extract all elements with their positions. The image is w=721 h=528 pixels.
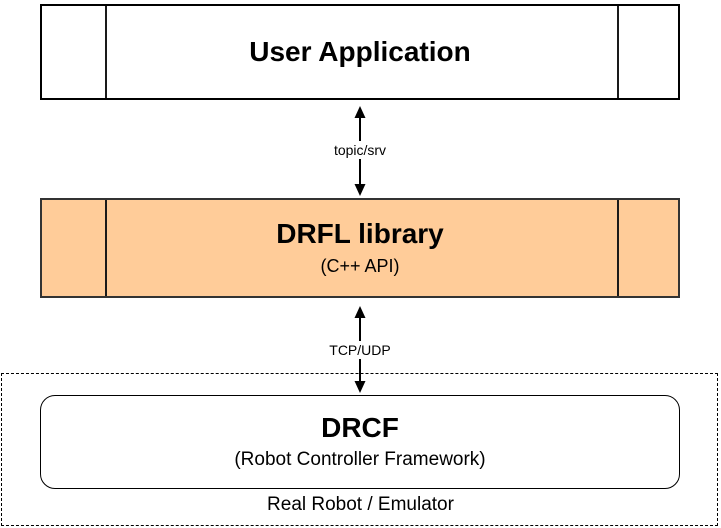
user-application-left-divider xyxy=(105,6,107,98)
drfl-library-subtitle: (C++ API) xyxy=(320,255,400,276)
user-application-title: User Application xyxy=(249,36,471,67)
tcp-udp-label: TCP/UDP xyxy=(324,341,396,359)
drcf-node: DRCF (Robot Controller Framework) xyxy=(40,395,680,489)
drcf-subtitle: (Robot Controller Framework) xyxy=(234,448,486,470)
user-application-right-divider xyxy=(617,6,619,98)
drcf-title: DRCF xyxy=(321,411,399,443)
drfl-library-node: DRFL library (C++ API) xyxy=(40,198,680,298)
drfl-left-divider xyxy=(105,200,107,296)
real-robot-emulator-label: Real Robot / Emulator xyxy=(267,494,454,515)
drfl-library-title: DRFL library xyxy=(276,217,444,249)
user-application-node: User Application xyxy=(40,4,680,100)
topic-srv-label: topic/srv xyxy=(328,141,392,159)
drfl-right-divider xyxy=(617,200,619,296)
